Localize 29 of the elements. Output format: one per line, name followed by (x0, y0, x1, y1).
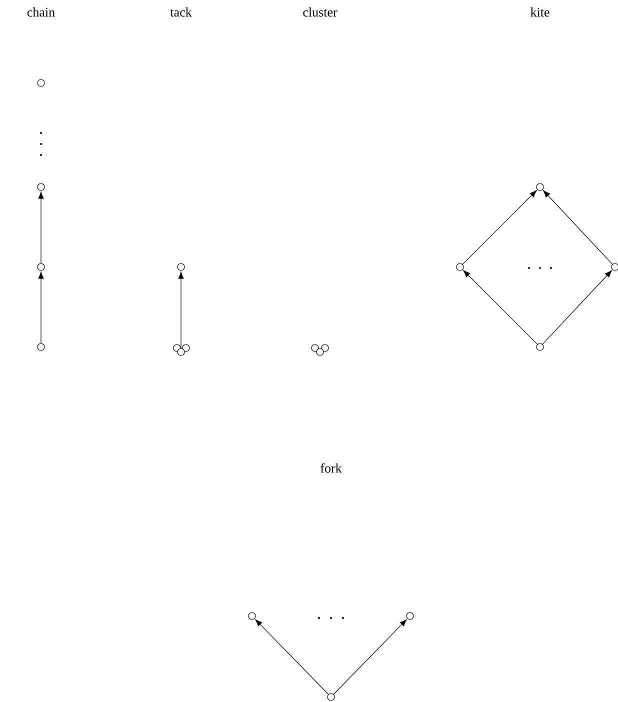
title-label: kite (530, 7, 550, 17)
arrow (178, 272, 184, 348)
title-label: tack (170, 7, 192, 17)
vertex-circle (536, 183, 544, 191)
vertex-circle (248, 612, 256, 620)
vertex-circle (37, 263, 45, 271)
vertex-circle (37, 183, 45, 191)
vertex-circle (321, 344, 329, 352)
vertex-circle (177, 348, 185, 356)
title-label: chain (27, 7, 55, 17)
arrow (38, 192, 44, 264)
arrow (542, 270, 612, 345)
vertex-circle (456, 263, 464, 271)
vertex-circle (177, 263, 185, 271)
arrow (38, 272, 44, 344)
arrow (333, 619, 407, 695)
title-label: cluster (303, 7, 338, 17)
arrow (255, 619, 329, 695)
arrow (543, 190, 613, 265)
vertex-circle (536, 343, 544, 351)
vertex-circle (37, 79, 45, 87)
vertex-circle (406, 612, 414, 620)
arrow (462, 190, 537, 265)
vertex-circle (182, 344, 190, 352)
arrow (463, 270, 538, 345)
vertex-circle (311, 344, 319, 352)
vertex-circle (327, 693, 335, 701)
vertex-circle (37, 343, 45, 351)
title-label: fork (320, 463, 342, 473)
